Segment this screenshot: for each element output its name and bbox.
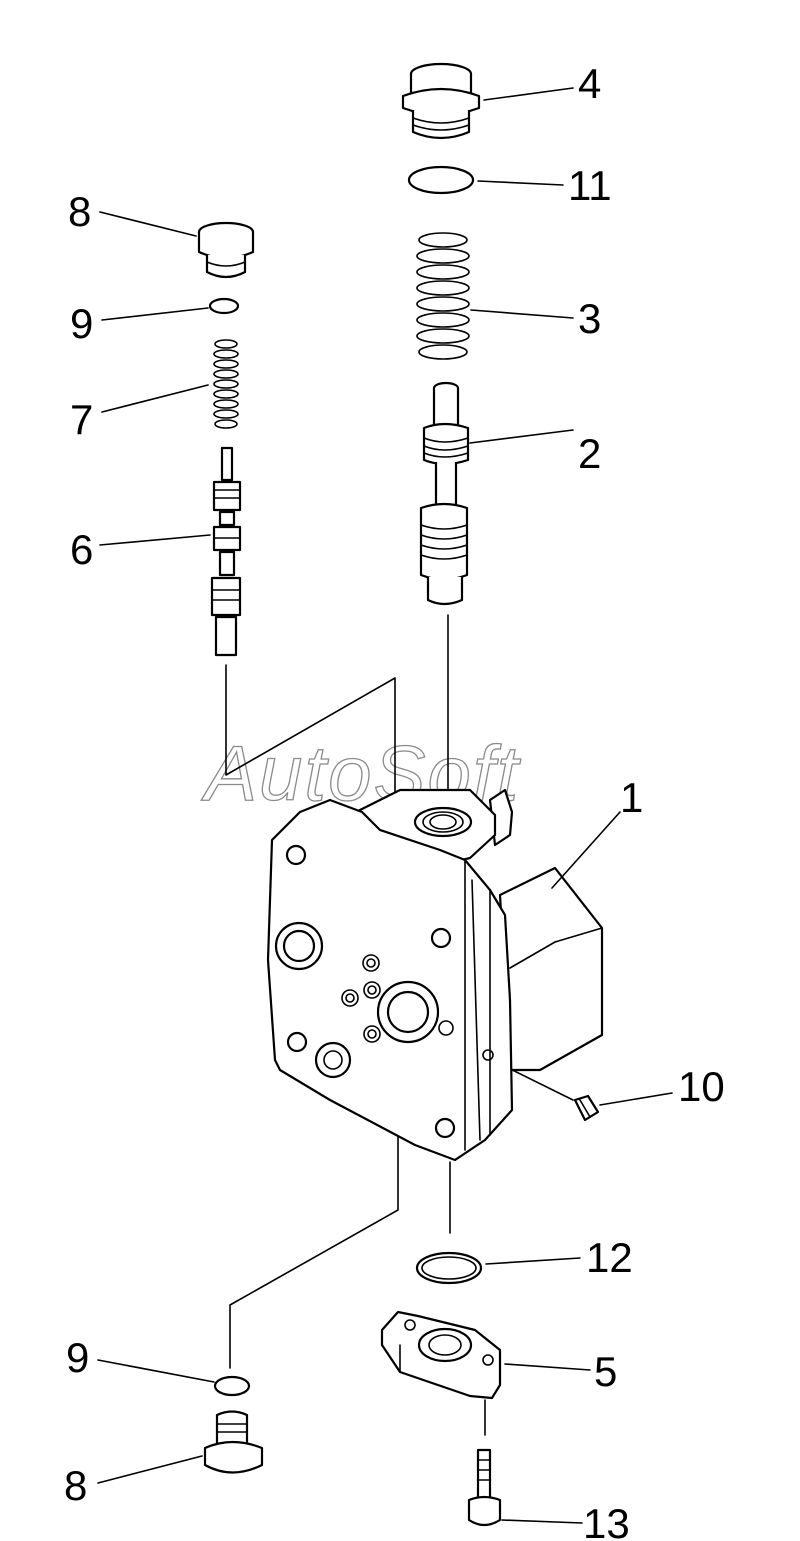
- part-1-valve-body: [266, 788, 604, 1162]
- callout-7: 7: [70, 396, 93, 443]
- part-3-spring: [416, 232, 470, 360]
- callout-1: 1: [620, 774, 643, 821]
- callout-10: 10: [678, 1063, 725, 1110]
- callout-2: 2: [578, 430, 601, 477]
- part-7-spring: [213, 339, 239, 429]
- part-10-nipple: [573, 1094, 600, 1122]
- callout-6: 6: [70, 526, 93, 573]
- part-9-o-ring-bottom: [213, 1375, 251, 1397]
- part-12-o-ring: [415, 1251, 483, 1285]
- part-2-valve-spool: [419, 381, 470, 606]
- callout-8-bottom: 8: [64, 1462, 87, 1509]
- callout-3: 3: [578, 295, 601, 342]
- part-5-flange: [380, 1310, 502, 1400]
- callout-8-top: 8: [68, 188, 91, 235]
- callout-12: 12: [586, 1234, 633, 1281]
- part-4-plug: [401, 62, 481, 140]
- leader-lines: [97, 87, 673, 1524]
- callout-13: 13: [583, 1500, 630, 1541]
- assembly-lines: [225, 614, 574, 1436]
- part-6-small-spool: [210, 446, 242, 657]
- callout-11: 11: [568, 162, 612, 209]
- part-9-o-ring-top: [208, 297, 240, 315]
- callout-4: 4: [578, 60, 601, 107]
- part-11-o-ring: [407, 165, 475, 195]
- callout-5: 5: [594, 1348, 617, 1395]
- callout-9-top: 9: [70, 300, 93, 347]
- part-8-plug-top: [197, 221, 255, 279]
- callout-labels: 4 11 3 2 1 8 9 7 6 10 12 5 13 9 8: [64, 60, 725, 1541]
- part-8-plug-bottom: [203, 1410, 264, 1474]
- callout-9-bottom: 9: [66, 1334, 89, 1381]
- part-13-bolt: [467, 1448, 502, 1527]
